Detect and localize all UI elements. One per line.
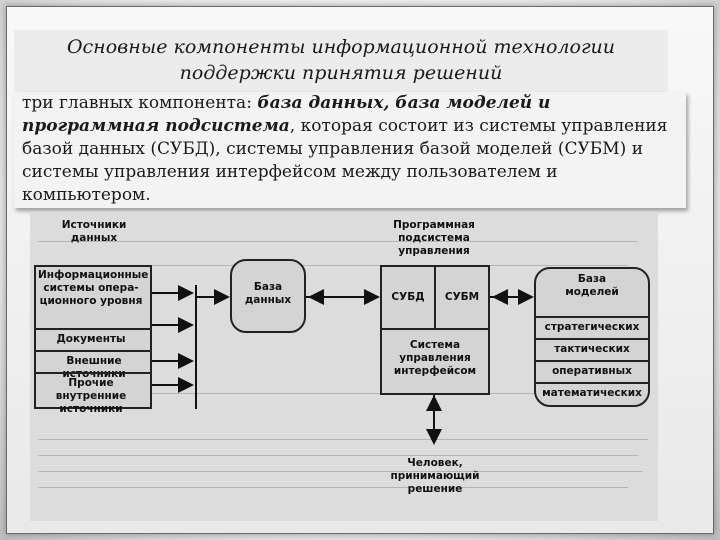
slide-title: Основные компоненты информационной техно…	[14, 30, 668, 94]
interface-label: Система управления интерфейсом	[393, 339, 477, 377]
source-item-2: Документы	[56, 333, 126, 345]
model-item-3: оперативных	[552, 365, 632, 377]
mbms-label: СУБМ	[444, 291, 480, 303]
diagram-photo: Источники данных Информационные системы …	[30, 213, 658, 521]
body-text-intro: три главных компонента:	[22, 93, 258, 113]
sources-dividers	[34, 328, 152, 374]
model-dividers	[534, 316, 650, 384]
subsystem-header: Программная подсистема управления	[393, 219, 475, 257]
sources-header: Источники данных	[61, 219, 127, 244]
body-text-rest: , которая состоит из системы управления …	[22, 116, 668, 205]
subsystem-dividers	[380, 265, 490, 330]
model-item-2: тактических	[554, 343, 630, 355]
slide-body-text: три главных компонента: база данных, баз…	[14, 92, 686, 208]
model-item-1: стратегических	[544, 321, 640, 333]
model-base-label: База моделей	[565, 273, 619, 298]
model-item-4: математических	[542, 387, 642, 399]
source-item-4: Прочие внутренние источники	[55, 377, 127, 415]
diagram-connectors	[150, 285, 534, 445]
sources-box	[34, 265, 152, 409]
person-label: Человек, принимающий решение	[390, 457, 480, 495]
dbms-label: СУБД	[391, 291, 425, 303]
database-label: База данных	[244, 281, 292, 306]
database-box	[230, 259, 306, 333]
body-text-emphasis: база данных, база моделей и программная …	[22, 93, 551, 136]
source-item-1: Информационные системы опера-ционного ур…	[38, 269, 149, 307]
